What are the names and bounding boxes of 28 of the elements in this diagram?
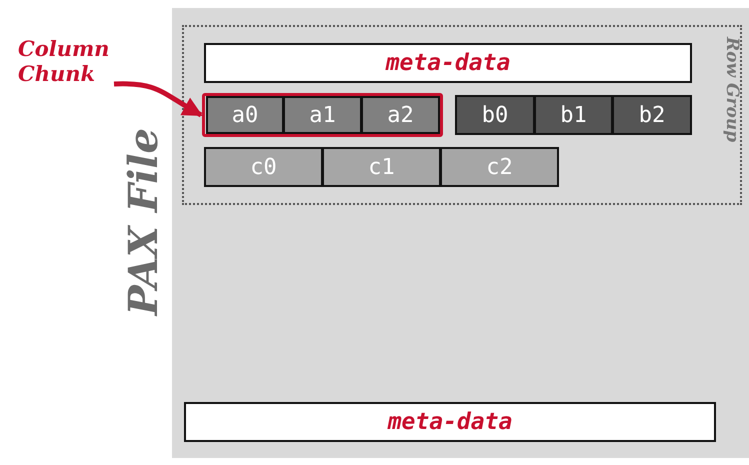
column-chunk-outline	[202, 93, 443, 137]
data-cell	[283, 96, 362, 134]
data-cell	[204, 147, 323, 187]
metadata-label: meta-data	[388, 409, 512, 435]
cell-label: c2	[486, 154, 513, 180]
callout-text: Column Chunk	[18, 36, 110, 86]
metadata-bar	[184, 402, 716, 442]
cell-label: b2	[638, 102, 666, 128]
data-cell	[534, 95, 613, 135]
metadata-bar	[204, 43, 692, 83]
metadata-label: meta-data	[386, 50, 510, 76]
cell-label: a0	[232, 102, 258, 128]
data-cell	[455, 95, 535, 135]
data-cell	[322, 147, 441, 187]
data-cell	[440, 147, 559, 187]
cell-label: a2	[387, 102, 414, 128]
data-cell	[612, 95, 692, 135]
row-group-outline	[182, 25, 742, 205]
cell-label: a1	[309, 102, 336, 128]
cell-label: b1	[560, 102, 587, 128]
group-title: Row Group	[722, 37, 742, 142]
cell-label: b0	[482, 102, 508, 128]
data-cell	[361, 96, 440, 134]
file-title: PAX File	[120, 128, 167, 316]
cell-label: c0	[250, 154, 277, 180]
cell-label: c1	[368, 154, 395, 180]
data-cell	[206, 96, 284, 134]
arrow	[114, 81, 203, 118]
